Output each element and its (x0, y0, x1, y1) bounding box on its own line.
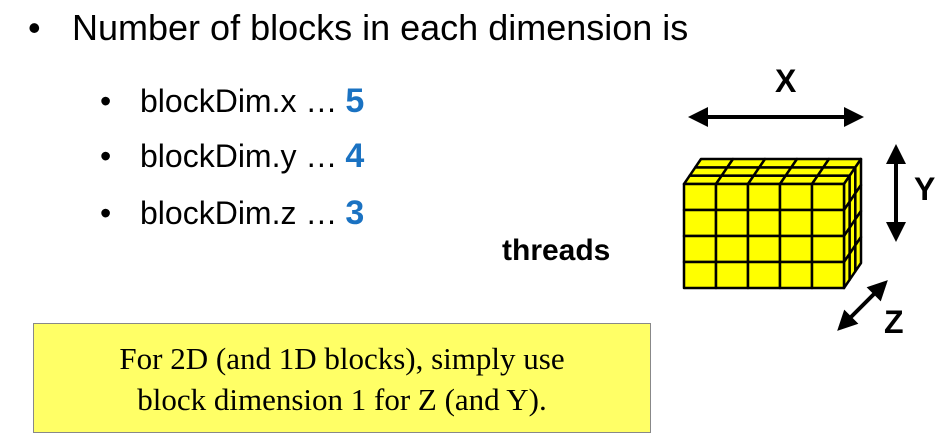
sub-item-label: blockDim.x … (140, 83, 338, 119)
front-face-cell (682, 234, 718, 264)
z-axis-arrow (837, 280, 888, 331)
front-face-cell (746, 260, 782, 290)
main-bullet-text: Number of blocks in each dimension is (72, 7, 689, 48)
front-face-cell (746, 182, 782, 212)
front-face-cell (682, 260, 718, 290)
front-face-cell (746, 234, 782, 264)
note-line-2: block dimension 1 for Z (and Y). (137, 382, 547, 417)
front-face-cell (714, 208, 750, 238)
sub-item-value: 3 (345, 194, 365, 232)
front-face-cell (746, 208, 782, 238)
front-face-cell (714, 234, 750, 264)
front-face-cell (714, 182, 750, 212)
sub-item-value: 5 (345, 82, 365, 120)
bullet-dot: • (28, 7, 41, 48)
axis-z-label: Z (884, 304, 904, 340)
axis-y-label: Y (914, 171, 936, 207)
sub-item-y: • blockDim.y …4 (100, 136, 364, 176)
sub-item-value: 4 (345, 137, 365, 175)
front-face-cell (810, 208, 846, 238)
front-face-cell (714, 260, 750, 290)
front-face-cell (778, 234, 814, 264)
cube-grid (682, 157, 863, 290)
sub-item-label: blockDim.z … (140, 195, 338, 231)
bullet-dot: • (100, 195, 112, 231)
bullet-dot: • (100, 138, 112, 174)
front-face-cell (810, 182, 846, 212)
axis-x-label: X (775, 63, 797, 99)
right-face-cell (854, 235, 863, 273)
front-face-cell (778, 208, 814, 238)
note-box: For 2D (and 1D blocks), simply use block… (33, 323, 651, 433)
front-face-cell (778, 260, 814, 290)
bullet-dot: • (100, 83, 112, 119)
sub-item-label: blockDim.y … (140, 138, 338, 174)
front-face-cell (778, 182, 814, 212)
front-face-cell (810, 260, 846, 290)
note-line-1: For 2D (and 1D blocks), simply use (119, 341, 565, 376)
front-face-cell (682, 182, 718, 212)
sub-item-z: • blockDim.z …3 (100, 193, 364, 233)
front-face-cell (810, 234, 846, 264)
threads-label: threads (502, 234, 611, 267)
main-bullet: • Number of blocks in each dimension is (28, 6, 688, 50)
front-face-cell (682, 208, 718, 238)
sub-item-x: • blockDim.x …5 (100, 81, 364, 121)
